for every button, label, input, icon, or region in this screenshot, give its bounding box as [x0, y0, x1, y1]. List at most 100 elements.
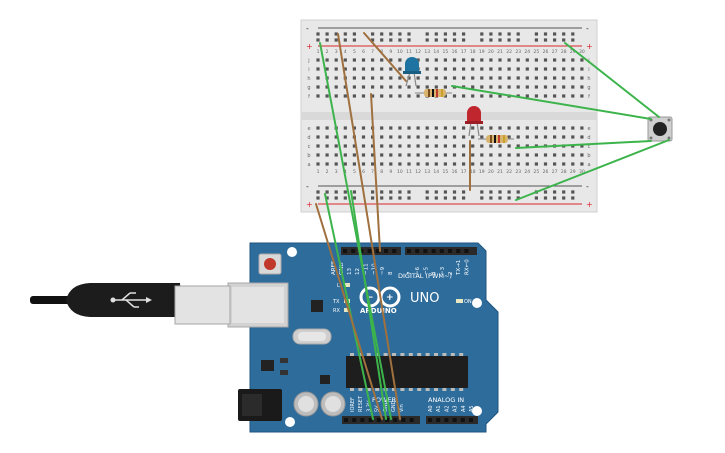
breadboard-hole[interactable]: [325, 144, 329, 148]
breadboard-hole[interactable]: [480, 67, 484, 71]
blue-led[interactable]: [403, 57, 421, 87]
breadboard-hole[interactable]: [543, 76, 548, 80]
breadboard-hole[interactable]: [407, 76, 411, 80]
rail-hole[interactable]: [462, 196, 466, 200]
breadboard-hole[interactable]: [398, 126, 402, 130]
rail-hole[interactable]: [371, 196, 375, 200]
header-pin[interactable]: [393, 418, 398, 422]
rail-hole[interactable]: [553, 196, 557, 200]
wire-green-row-to-arduino[interactable]: [350, 190, 387, 420]
breadboard-hole[interactable]: [371, 94, 375, 98]
breadboard-hole[interactable]: [571, 153, 575, 157]
usb-cable[interactable]: [30, 283, 231, 325]
rail-hole[interactable]: [543, 32, 548, 36]
rail-hole[interactable]: [352, 32, 356, 36]
breadboard-hole[interactable]: [316, 76, 320, 80]
header-pin[interactable]: [344, 418, 348, 422]
breadboard-hole[interactable]: [352, 153, 356, 157]
rail-hole[interactable]: [480, 32, 484, 36]
rail-hole[interactable]: [352, 190, 356, 194]
breadboard-hole[interactable]: [543, 153, 548, 157]
breadboard-hole[interactable]: [389, 162, 393, 166]
rail-hole[interactable]: [516, 196, 520, 200]
reset-button-cap[interactable]: [264, 258, 276, 270]
breadboard-hole[interactable]: [389, 76, 393, 80]
breadboard-hole[interactable]: [425, 58, 429, 62]
breadboard-hole[interactable]: [498, 67, 502, 71]
breadboard-hole[interactable]: [371, 144, 375, 148]
breadboard-hole[interactable]: [580, 58, 584, 62]
breadboard-hole[interactable]: [553, 153, 557, 157]
wire-green-bottom-rail-to-5v[interactable]: [324, 193, 374, 420]
breadboard-hole[interactable]: [380, 144, 384, 148]
header-pin[interactable]: [376, 418, 381, 422]
rail-hole[interactable]: [352, 196, 356, 200]
rail-hole[interactable]: [507, 190, 511, 194]
breadboard-hole[interactable]: [343, 67, 347, 71]
wire-green-button-to-row[interactable]: [515, 140, 652, 149]
breadboard-hole[interactable]: [398, 67, 402, 71]
header-pin[interactable]: [407, 249, 411, 253]
rail-hole[interactable]: [498, 196, 502, 200]
rail-hole[interactable]: [352, 38, 356, 42]
breadboard-hole[interactable]: [562, 126, 566, 130]
rail-hole[interactable]: [452, 32, 457, 36]
breadboard-hole[interactable]: [416, 153, 420, 157]
breadboard-hole[interactable]: [389, 126, 393, 130]
breadboard-hole[interactable]: [480, 144, 484, 148]
resistor-top[interactable]: [415, 89, 452, 97]
power-header[interactable]: [342, 416, 420, 424]
rail-hole[interactable]: [343, 196, 347, 200]
breadboard-hole[interactable]: [334, 67, 338, 71]
breadboard-hole[interactable]: [352, 144, 356, 148]
breadboard-hole[interactable]: [571, 162, 575, 166]
breadboard-hole[interactable]: [525, 162, 529, 166]
breadboard-hole[interactable]: [389, 94, 393, 98]
breadboard-hole[interactable]: [325, 135, 329, 139]
breadboard-hole[interactable]: [316, 126, 320, 130]
breadboard-hole[interactable]: [398, 94, 402, 98]
breadboard-hole[interactable]: [480, 135, 484, 139]
breadboard-hole[interactable]: [389, 58, 393, 62]
breadboard-hole[interactable]: [525, 135, 529, 139]
breadboard-hole[interactable]: [371, 85, 375, 89]
rail-hole[interactable]: [571, 196, 575, 200]
breadboard-hole[interactable]: [443, 135, 447, 139]
breadboard-hole[interactable]: [516, 76, 520, 80]
rail-hole[interactable]: [562, 190, 566, 194]
breadboard-hole[interactable]: [434, 76, 438, 80]
breadboard-hole[interactable]: [425, 153, 429, 157]
rail-hole[interactable]: [434, 32, 438, 36]
breadboard-hole[interactable]: [361, 67, 366, 71]
rail-hole[interactable]: [325, 38, 329, 42]
breadboard-hole[interactable]: [562, 162, 566, 166]
breadboard-hole[interactable]: [516, 58, 520, 62]
breadboard-hole[interactable]: [553, 162, 557, 166]
breadboard-hole[interactable]: [361, 58, 366, 62]
breadboard-hole[interactable]: [343, 144, 347, 148]
header-pin[interactable]: [359, 249, 364, 253]
breadboard-hole[interactable]: [543, 126, 548, 130]
breadboard-hole[interactable]: [462, 144, 466, 148]
breadboard-hole[interactable]: [498, 76, 502, 80]
breadboard-hole[interactable]: [434, 85, 438, 89]
breadboard-hole[interactable]: [407, 94, 411, 98]
rail-hole[interactable]: [325, 190, 329, 194]
rail-hole[interactable]: [407, 38, 411, 42]
breadboard-hole[interactable]: [325, 162, 329, 166]
breadboard-hole[interactable]: [516, 135, 520, 139]
breadboard-hole[interactable]: [325, 126, 329, 130]
breadboard-hole[interactable]: [389, 67, 393, 71]
wire-green-rail-to-button[interactable]: [564, 42, 660, 118]
breadboard-hole[interactable]: [443, 94, 447, 98]
breadboard-hole[interactable]: [416, 162, 420, 166]
breadboard-hole[interactable]: [489, 67, 493, 71]
rail-hole[interactable]: [380, 38, 384, 42]
breadboard-hole[interactable]: [562, 58, 566, 62]
rail-hole[interactable]: [462, 38, 466, 42]
breadboard-hole[interactable]: [343, 162, 347, 166]
rail-hole[interactable]: [334, 190, 338, 194]
breadboard-hole[interactable]: [571, 67, 575, 71]
rail-hole[interactable]: [334, 38, 338, 42]
breadboard-hole[interactable]: [498, 153, 502, 157]
